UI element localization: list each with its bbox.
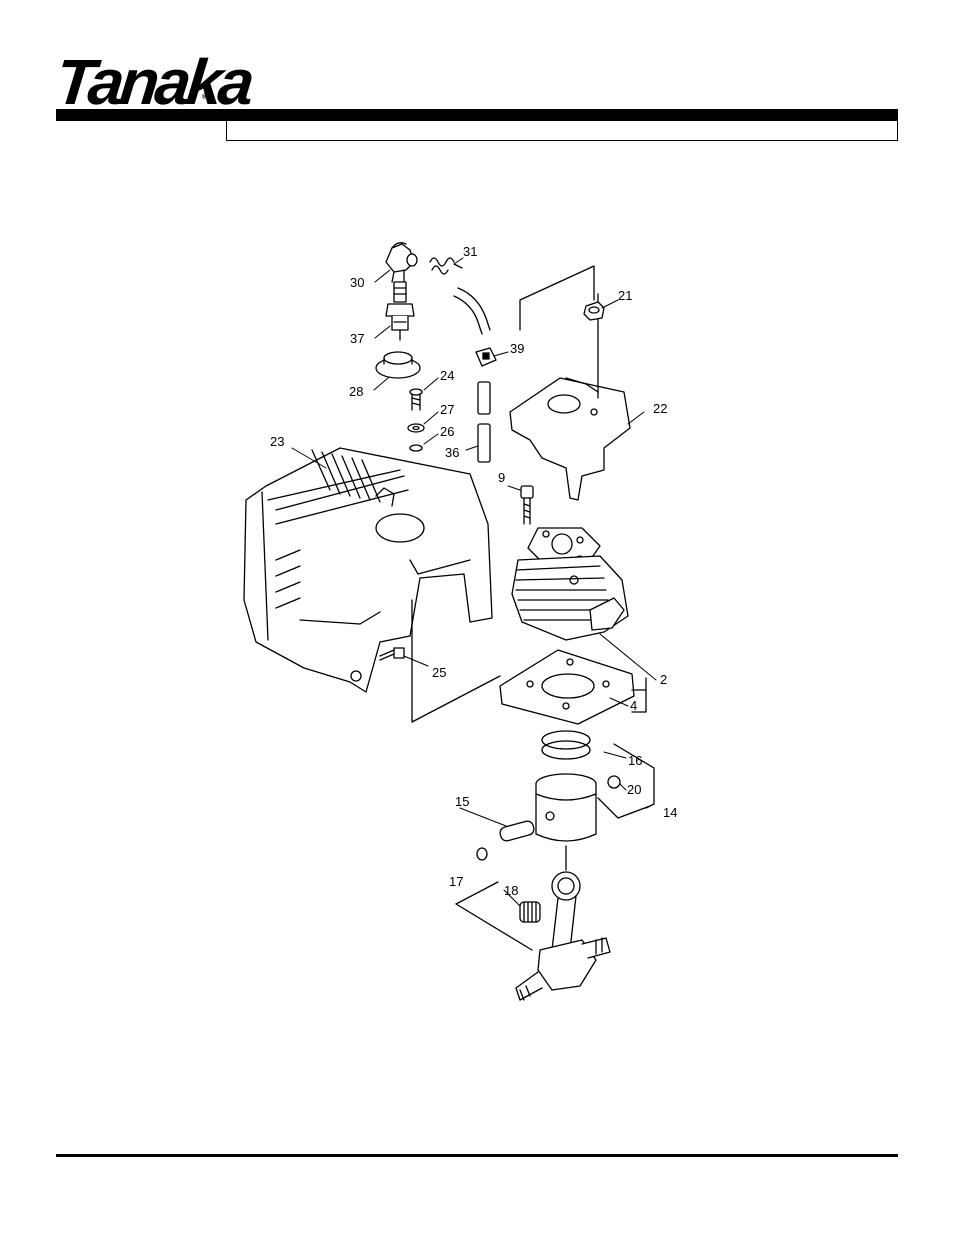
callout-4: 4	[630, 698, 637, 713]
callout-39: 39	[510, 341, 524, 356]
part-spark-plug	[386, 282, 414, 340]
bracket-line-14	[598, 744, 654, 818]
part-hose-clamp	[476, 348, 496, 366]
part-piston	[536, 774, 596, 841]
callout-26: 26	[440, 424, 454, 439]
part-tube	[478, 382, 490, 462]
part-cylinder-shroud	[244, 448, 492, 692]
callout-14: 14	[663, 805, 677, 820]
callout-23: 23	[270, 434, 284, 449]
part-screw-25	[380, 648, 404, 660]
callout-18: 18	[504, 883, 518, 898]
callout-9: 9	[498, 470, 505, 485]
part-circlip	[608, 776, 620, 788]
callout-28: 28	[349, 384, 363, 399]
callout-20: 20	[627, 782, 641, 797]
part-cylinder	[512, 528, 628, 640]
part-needle-bearing	[520, 902, 540, 922]
callout-25: 25	[432, 665, 446, 680]
callout-17: 17	[449, 874, 463, 889]
callout-16: 16	[628, 753, 642, 768]
callout-31: 31	[463, 244, 477, 259]
part-lock-washer	[410, 445, 422, 451]
callout-37: 37	[350, 331, 364, 346]
part-crankshaft	[516, 872, 610, 1000]
callout-36: 36	[445, 445, 459, 460]
bracket-line-21	[520, 266, 594, 330]
callout-21: 21	[618, 288, 632, 303]
part-washer	[408, 424, 424, 432]
part-nut	[584, 302, 604, 320]
part-fuel-hose	[454, 288, 490, 334]
callout-22: 22	[653, 401, 667, 416]
part-bolt	[521, 486, 533, 524]
part-cylinder-cover	[510, 294, 630, 500]
callout-24: 24	[440, 368, 454, 383]
callout-30: 30	[350, 275, 364, 290]
part-grommet	[376, 352, 420, 378]
part-piston-rings	[542, 731, 590, 759]
callout-27: 27	[440, 402, 454, 417]
part-spring-clip	[430, 258, 462, 274]
part-screw-24	[410, 389, 422, 410]
part-spark-plug-boot	[386, 243, 417, 282]
part-gasket	[500, 650, 634, 724]
callout-15: 15	[455, 794, 469, 809]
callout-2: 2	[660, 672, 667, 687]
